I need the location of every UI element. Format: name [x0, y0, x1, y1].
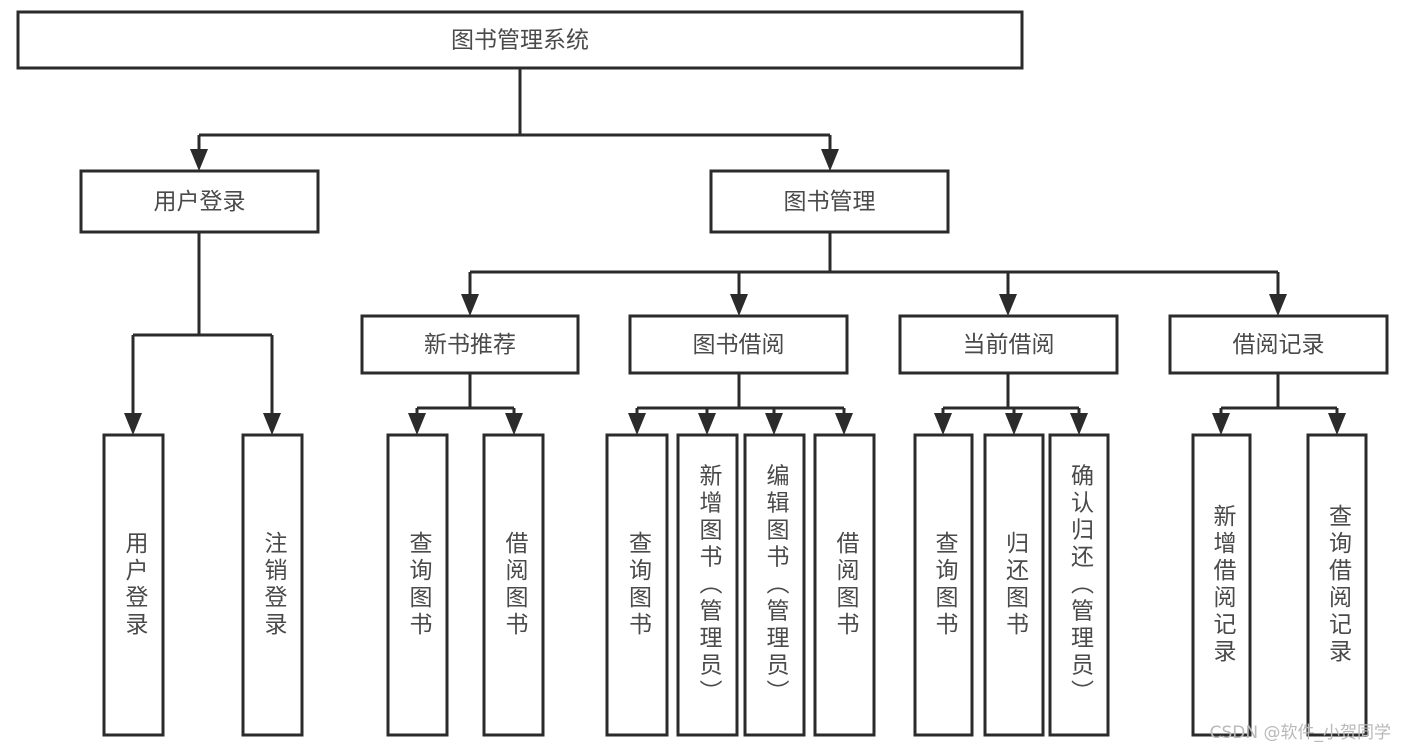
- node-label-book-manage: 图书管理: [784, 189, 876, 215]
- arrow-head-icon: [1269, 294, 1287, 316]
- node-box-leaf-confirm-return-admin: [1048, 433, 1110, 737]
- node-leaf-add-book-admin[interactable]: 新增图书（管理员）: [676, 433, 739, 737]
- connector-layer: [124, 68, 1346, 435]
- node-current-borrow[interactable]: 当前借阅: [898, 314, 1119, 375]
- node-label-user-login: 用户登录: [154, 189, 246, 215]
- node-label-new-book-recommend: 新书推荐: [424, 332, 516, 358]
- node-box-leaf-query-borrow-record: [1306, 433, 1368, 737]
- node-label-book-borrow: 图书借阅: [693, 332, 785, 358]
- node-box-leaf-query-book-recommend: [386, 433, 449, 737]
- connector-user-login-to-leaves: [124, 232, 281, 435]
- node-box-leaf-user-login: [102, 433, 165, 737]
- node-label-leaf-return-book: 归还图书: [1002, 531, 1030, 639]
- node-leaf-borrow-book-recommend[interactable]: 借阅图书: [482, 433, 545, 737]
- node-root[interactable]: 图书管理系统: [16, 10, 1024, 70]
- arrow-head-icon: [821, 149, 839, 171]
- node-box-leaf-query-book-borrow: [605, 433, 669, 737]
- node-leaf-user-login[interactable]: 用户登录: [102, 433, 165, 737]
- node-leaf-confirm-return-admin[interactable]: 确认归还（管理员）: [1048, 433, 1110, 737]
- node-new-book-recommend[interactable]: 新书推荐: [360, 314, 580, 375]
- connector-book-manage-to-l3: [461, 232, 1287, 316]
- node-leaf-return-book[interactable]: 归还图书: [983, 433, 1045, 737]
- node-box-leaf-borrow-book: [813, 433, 876, 737]
- node-label-leaf-query-book-recommend: 查询图书: [405, 531, 433, 639]
- arrow-head-icon: [999, 294, 1017, 316]
- arrow-head-icon: [124, 413, 142, 435]
- node-leaf-edit-book-admin[interactable]: 编辑图书（管理员）: [743, 433, 806, 737]
- arrow-head-icon: [1070, 413, 1088, 435]
- arrow-head-icon: [1328, 413, 1346, 435]
- arrow-head-icon: [461, 294, 479, 316]
- node-label-leaf-borrow-book: 借阅图书: [832, 531, 860, 639]
- node-box-root: [16, 10, 1024, 70]
- node-book-borrow[interactable]: 图书借阅: [628, 314, 849, 375]
- node-label-leaf-user-login: 用户登录: [121, 531, 149, 639]
- node-box-leaf-edit-book-admin: [743, 433, 806, 737]
- node-box-leaf-query-book-current: [913, 433, 974, 737]
- node-leaf-query-book-recommend[interactable]: 查询图书: [386, 433, 449, 737]
- node-label-current-borrow: 当前借阅: [963, 332, 1055, 358]
- arrow-head-icon: [934, 413, 952, 435]
- node-leaf-query-borrow-record[interactable]: 查询借阅记录: [1306, 433, 1368, 737]
- arrow-head-icon: [505, 413, 523, 435]
- node-book-manage[interactable]: 图书管理: [709, 169, 950, 234]
- node-box-leaf-add-borrow-record: [1191, 433, 1252, 737]
- node-box-leaf-add-book-admin: [676, 433, 739, 737]
- node-label-leaf-query-borrow-record: 查询借阅记录: [1325, 504, 1353, 666]
- node-label-borrow-record: 借阅记录: [1233, 332, 1325, 358]
- node-user-login[interactable]: 用户登录: [79, 169, 320, 234]
- arrow-head-icon: [1212, 413, 1230, 435]
- arrow-head-icon: [730, 294, 748, 316]
- connector-borrow-to-leaves: [628, 373, 853, 435]
- node-box-book-manage: [709, 169, 950, 234]
- arrow-head-icon: [408, 413, 426, 435]
- node-box-book-borrow: [628, 314, 849, 375]
- connector-recommend-to-leaves: [408, 373, 523, 435]
- node-label-leaf-query-book-current: 查询图书: [931, 531, 959, 639]
- node-leaf-borrow-book[interactable]: 借阅图书: [813, 433, 876, 737]
- node-label-leaf-logout-login: 注销登录: [260, 531, 288, 639]
- arrow-head-icon: [1005, 413, 1023, 435]
- node-leaf-query-book-current[interactable]: 查询图书: [913, 433, 974, 737]
- node-box-leaf-logout-login: [241, 433, 304, 737]
- node-box-new-book-recommend: [360, 314, 580, 375]
- node-box-current-borrow: [898, 314, 1119, 375]
- node-borrow-record[interactable]: 借阅记录: [1168, 314, 1389, 375]
- node-box-leaf-return-book: [983, 433, 1045, 737]
- node-label-leaf-add-borrow-record: 新增借阅记录: [1209, 504, 1237, 666]
- node-label-leaf-query-book-borrow: 查询图书: [625, 531, 653, 639]
- arrow-head-icon: [765, 413, 783, 435]
- node-leaf-query-book-borrow[interactable]: 查询图书: [605, 433, 669, 737]
- connector-root-to-l2: [190, 68, 839, 171]
- node-label-leaf-edit-book-admin: 编辑图书（管理员）: [762, 464, 790, 707]
- node-label-root: 图书管理系统: [451, 28, 589, 54]
- arrow-head-icon: [835, 413, 853, 435]
- node-layer: 图书管理系统用户登录图书管理新书推荐图书借阅当前借阅借阅记录用户登录注销登录查询…: [16, 10, 1389, 737]
- node-leaf-add-borrow-record[interactable]: 新增借阅记录: [1191, 433, 1252, 737]
- arrow-head-icon: [190, 149, 208, 171]
- connector-current-to-leaves: [934, 373, 1088, 435]
- arrow-head-icon: [628, 413, 646, 435]
- node-label-leaf-add-book-admin: 新增图书（管理员）: [695, 464, 723, 707]
- csdn-watermark: CSDN @软件_小贺同学: [1209, 723, 1391, 743]
- node-box-borrow-record: [1168, 314, 1389, 375]
- node-label-leaf-borrow-book-recommend: 借阅图书: [501, 531, 529, 639]
- node-leaf-logout-login[interactable]: 注销登录: [241, 433, 304, 737]
- node-box-leaf-borrow-book-recommend: [482, 433, 545, 737]
- arrow-head-icon: [698, 413, 716, 435]
- node-label-leaf-confirm-return-admin: 确认归还（管理员）: [1067, 464, 1095, 707]
- connector-record-to-leaves: [1212, 373, 1346, 435]
- node-box-user-login: [79, 169, 320, 234]
- arrow-head-icon: [263, 413, 281, 435]
